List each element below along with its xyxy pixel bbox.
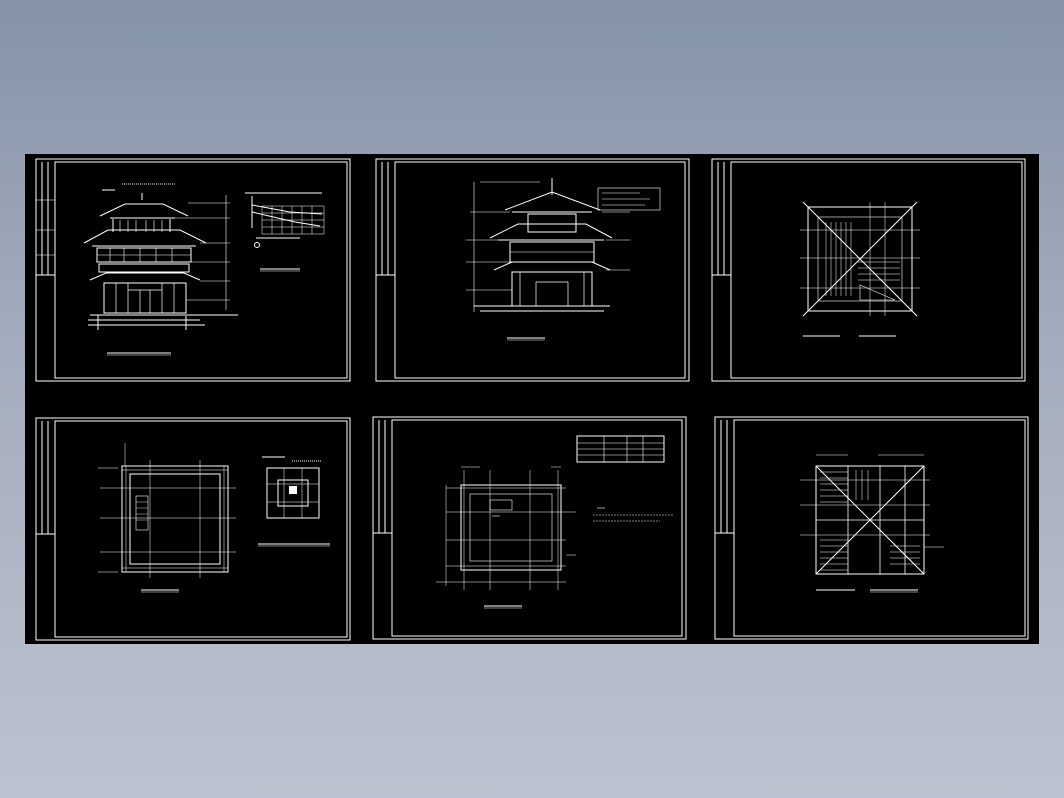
notes-table-icon (576, 435, 674, 522)
pagoda-section-icon (466, 178, 661, 341)
sheet-foundation-plan[interactable] (372, 416, 687, 640)
sheet-border (375, 158, 690, 382)
foundation-plan-icon (436, 466, 576, 609)
sheet-section[interactable] (375, 158, 690, 382)
sheet-roof-framing-plan[interactable] (714, 416, 1029, 640)
sheet-front-elevation[interactable] (35, 158, 351, 382)
bracket-detail-icon (245, 192, 325, 272)
sheet-border (711, 158, 1026, 382)
drawing-frame (394, 161, 686, 379)
drawing-frame (733, 419, 1026, 637)
drawing-frame (54, 420, 348, 638)
sheet-floor-plan[interactable] (35, 417, 351, 641)
drawing-frame (730, 161, 1023, 379)
column-detail-icon (258, 456, 330, 547)
roof-framing-icon (800, 454, 944, 593)
sheet-border (35, 158, 351, 382)
floor-plan-icon (98, 443, 236, 593)
sheet-roof-plan[interactable] (711, 158, 1026, 382)
drawing-frame (391, 419, 683, 637)
drawing-frame (54, 161, 348, 379)
sheet-border (714, 416, 1029, 640)
sheet-border (372, 416, 687, 640)
sheet-border (35, 417, 351, 641)
roof-plan-icon (800, 201, 920, 337)
pagoda-elevation-icon (83, 183, 238, 356)
